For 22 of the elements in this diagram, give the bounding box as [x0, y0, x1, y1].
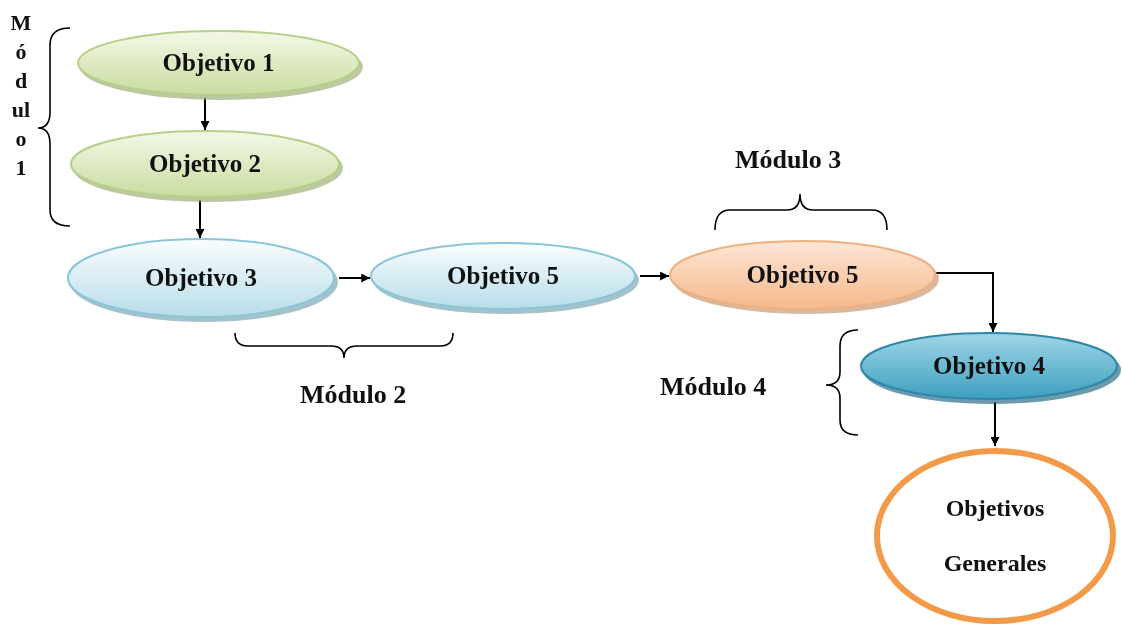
ellipse-node — [75, 28, 362, 98]
arrow — [195, 199, 205, 239]
module-label: Módulo 2 — [300, 380, 407, 410]
arrow — [639, 271, 671, 281]
node-label: Objetivo 5 — [746, 260, 859, 290]
node-label: Objetivo 5 — [447, 261, 559, 291]
node-label: Objetivo 2 — [149, 149, 261, 179]
ellipse-node — [667, 238, 938, 312]
node-label: Objetivo 4 — [933, 351, 1045, 381]
module-label: Módulo 3 — [735, 145, 842, 175]
ellipse-node — [858, 330, 1120, 402]
node-label: Objetivos Generales — [942, 493, 1048, 578]
ellipse-node — [68, 128, 342, 200]
module-label: Módulo 4 — [660, 372, 767, 402]
circle-node — [872, 446, 1118, 626]
ellipse-node — [368, 240, 638, 312]
node-label: Objetivo 1 — [162, 48, 275, 78]
arrow — [338, 273, 372, 283]
node-label: Objetivo 3 — [145, 263, 257, 293]
ellipse-node — [65, 236, 337, 320]
arrow — [934, 272, 998, 333]
vertical-label: Módulo 1 — [10, 9, 32, 183]
